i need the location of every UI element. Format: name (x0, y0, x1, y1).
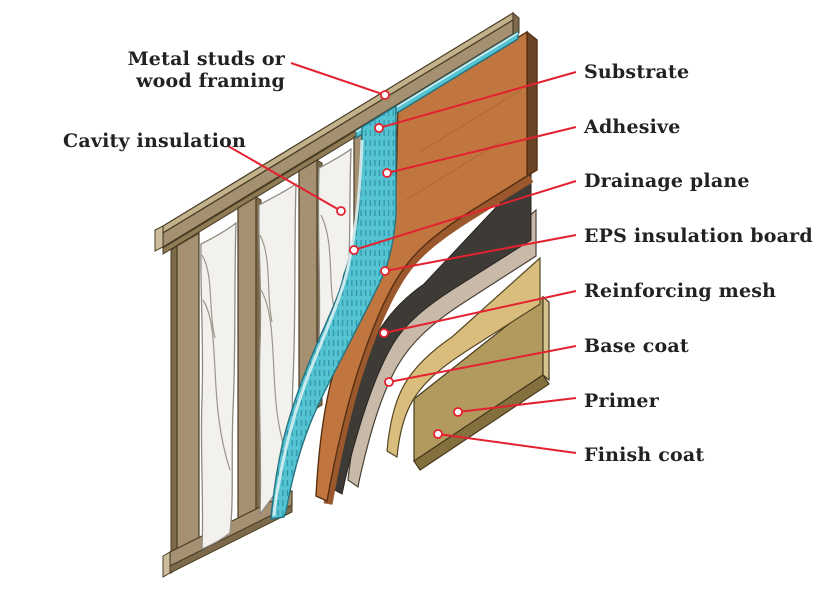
top-plate-end-cap (512, 11, 520, 35)
leader-primer (457, 397, 577, 413)
marker-eps-board (380, 266, 390, 276)
marker-cavity-insulation (336, 206, 346, 216)
leader-reinforcing-mesh (383, 290, 577, 334)
marker-base-coat (384, 377, 394, 387)
substrate-edge-highlight (272, 139, 364, 517)
batt-fold-line (202, 299, 231, 471)
batt-fold-line (201, 254, 216, 339)
left-stud (176, 231, 200, 571)
label-reinforcing-mesh: Reinforcing mesh (584, 280, 777, 302)
batt-fold-line (260, 289, 288, 456)
insulation-batt (200, 221, 237, 551)
label-finish-coat: Finish coat (584, 444, 705, 466)
wood-grain-line (419, 89, 522, 153)
label-eps-insulation-board: EPS insulation board (584, 225, 813, 247)
layer-substrate (270, 30, 519, 520)
marker-drainage-plane (349, 245, 359, 255)
wood-grain-line (405, 141, 501, 201)
marker-primer (453, 407, 463, 417)
stud-2 (237, 195, 257, 520)
batt-fold-line (259, 234, 273, 323)
leader-substrate (378, 71, 577, 129)
layer-eps-board (315, 30, 538, 505)
label-cavity-insulation: Cavity insulation (63, 130, 247, 152)
label-drainage-plane: Drainage plane (584, 170, 750, 192)
label-adhesive: Adhesive (584, 116, 681, 138)
layer-finish-coat (413, 295, 550, 471)
eps-board-side-right (526, 30, 538, 178)
marker-reinforcing-mesh (379, 328, 389, 338)
label-metal-studs: Metal studs or wood framing (127, 48, 285, 93)
finish-panel-side-bottom (413, 374, 550, 471)
marker-adhesive (382, 168, 392, 178)
leader-drainage-plane (353, 180, 577, 251)
label-primer: Primer (584, 390, 659, 412)
bottom-plate-left-cap (162, 551, 171, 578)
top-plate-left-cap (154, 225, 164, 252)
label-substrate: Substrate (584, 61, 690, 83)
leader-adhesive (386, 126, 577, 174)
marker-substrate (374, 123, 384, 133)
marker-finish-coat (433, 429, 443, 439)
left-stud-side (170, 245, 178, 574)
finish-panel-side-right (542, 295, 550, 382)
leader-base-coat (388, 345, 577, 383)
label-base-coat: Base coat (584, 335, 689, 357)
leader-finish-coat (437, 433, 577, 454)
marker-metal-studs (380, 90, 390, 100)
eps-board-edge (323, 174, 534, 505)
leader-eps-board (384, 234, 577, 272)
leader-metal-studs (290, 62, 386, 96)
leader-cavity-insulation (227, 145, 342, 212)
leader-lines (227, 62, 577, 454)
